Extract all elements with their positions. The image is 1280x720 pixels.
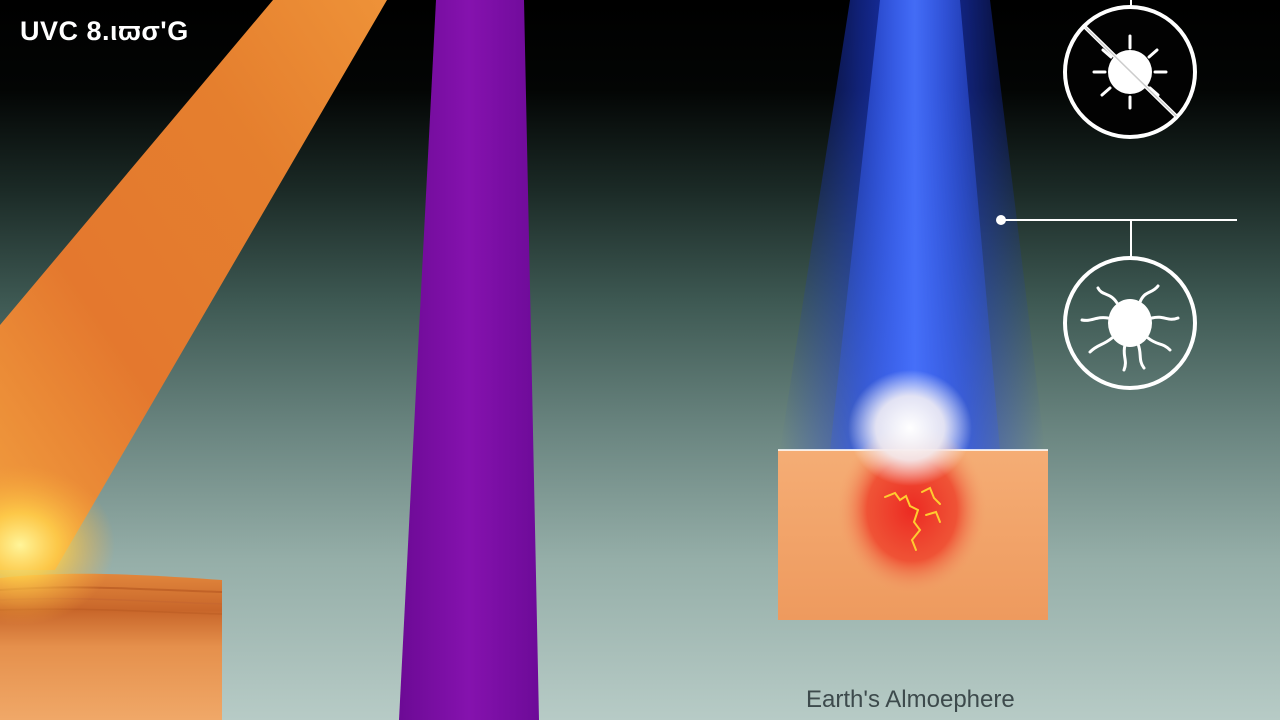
violet-uv-beam xyxy=(399,0,539,720)
diagram-title: UVC 8.ιϖσ'G xyxy=(20,16,189,46)
atmosphere-label: Earth's Almoephere xyxy=(806,686,1015,713)
sun-glow xyxy=(0,465,115,625)
dna-damage-cracks xyxy=(884,486,941,551)
connector-lines xyxy=(996,0,1237,258)
orange-uv-beam xyxy=(0,0,387,570)
impact-glow xyxy=(848,370,972,486)
microbe-crossed-out-icon xyxy=(1063,5,1197,139)
blue-uv-beam xyxy=(780,0,1045,450)
microbe-icon xyxy=(1063,256,1197,390)
